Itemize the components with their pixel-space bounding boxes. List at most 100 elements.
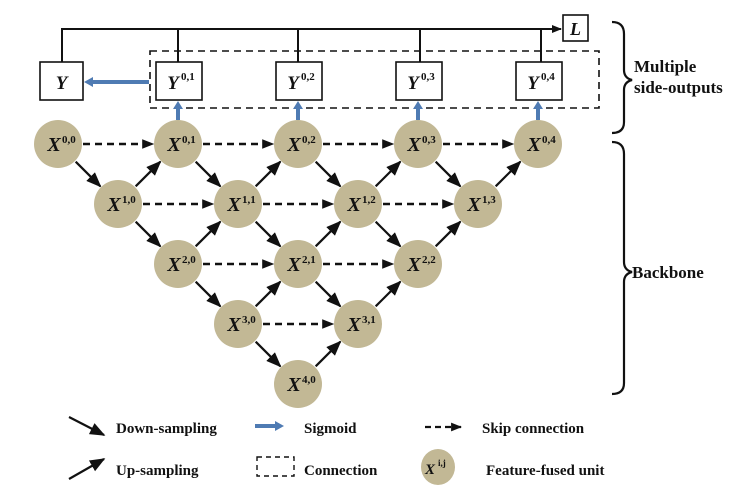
svg-text:Up-sampling: Up-sampling [116,463,199,479]
svg-text:Down-sampling: Down-sampling [116,421,217,437]
side-output-box [275,61,323,101]
node-superscript: 3,0 [242,314,256,326]
svg-text:X: X [424,462,436,478]
up-sampling-edge [494,160,522,188]
up-sampling-edge [374,280,402,308]
up-sampling-arrow-icon [68,458,106,480]
node-superscript: 2,0 [182,254,196,266]
node-circle [34,120,82,168]
sigmoid-arrow-icon [255,421,284,431]
loss-label: L [569,19,581,39]
node-symbol: X [226,194,241,216]
node-superscript: 2,1 [302,254,316,266]
node-symbol: X [106,194,121,216]
edges-layer [74,139,522,368]
down-sampling-edge [434,160,462,188]
down-sampling-edge [314,160,342,188]
node-circle [274,240,322,288]
loss-box: L [562,14,589,42]
loss-bus-line [61,25,562,64]
svg-text:Feature-fused unit: Feature-fused unit [486,463,604,479]
sigmoid-arrow [413,101,423,120]
legend-sigmoid: Sigmoid [255,421,357,437]
legend-connection: Connection [256,456,378,479]
final-output-label: Y [56,73,70,94]
node-superscript: 1,1 [242,194,256,206]
down-sampling-edge [254,340,282,368]
node-superscript: 0,4 [542,134,556,146]
up-sampling-edge [434,220,462,248]
down-sampling-edge [194,160,222,188]
node-superscript: 4,0 [302,374,316,386]
up-sampling-edge [134,160,162,188]
down-sampling-edge [134,220,162,248]
node-superscript: 2,2 [422,254,436,266]
svg-text:i,j: i,j [438,458,446,468]
svg-text:Skip connection: Skip connection [482,421,585,437]
up-sampling-edge [194,220,222,248]
node-symbol: X [406,134,421,156]
backbone-brace [611,140,633,396]
node-superscript: 3,1 [362,314,376,326]
node-circle [274,360,322,408]
side-output-box [395,61,443,101]
node-circle [394,240,442,288]
node-symbol: X [466,194,481,216]
legend-down-sampling: Down-sampling [68,416,217,437]
side-output-symbol: Y [527,73,541,94]
node-symbol: X [46,134,61,156]
node-symbol: X [406,254,421,276]
node-symbol: X [166,134,181,156]
up-sampling-edge [254,160,282,188]
node-superscript: 0,2 [302,134,316,146]
node-circle [334,180,382,228]
sigmoid-arrow [173,101,183,120]
node-symbol: X [226,314,241,336]
sigmoid-arrow [293,101,303,120]
node-symbol: X [346,314,361,336]
down-sampling-edge [74,160,102,188]
side-outputs-brace [611,20,633,135]
side-output-superscript: 0,1 [181,71,195,83]
svg-text:Connection: Connection [304,463,378,479]
side-outputs-label-line2: side-outputs [634,78,723,97]
node-superscript: 0,0 [62,134,76,146]
legend-feature-fused-unit: X i,j Feature-fused unit [421,449,604,485]
side-output-superscript: 0,4 [541,71,555,83]
down-sampling-edge [254,220,282,248]
node-circle [214,180,262,228]
feature-fused-unit-icon [421,449,455,485]
side-output-symbol: Y [287,73,301,94]
side-output-box [515,61,563,101]
node-circle [214,300,262,348]
backbone-label: Backbone [632,263,704,282]
node-circle [154,120,202,168]
side-output-superscript: 0,2 [301,71,315,83]
down-sampling-edge [194,280,222,308]
down-sampling-edge [374,220,402,248]
up-sampling-edge [254,280,282,308]
sigmoid-arrow-to-final-output [84,77,149,87]
node-superscript: 1,3 [482,194,496,206]
side-output-symbol: Y [167,73,181,94]
node-superscript: 1,2 [362,194,376,206]
dashed-box-icon [256,456,295,477]
node-circle [274,120,322,168]
down-sampling-edge [314,280,342,308]
